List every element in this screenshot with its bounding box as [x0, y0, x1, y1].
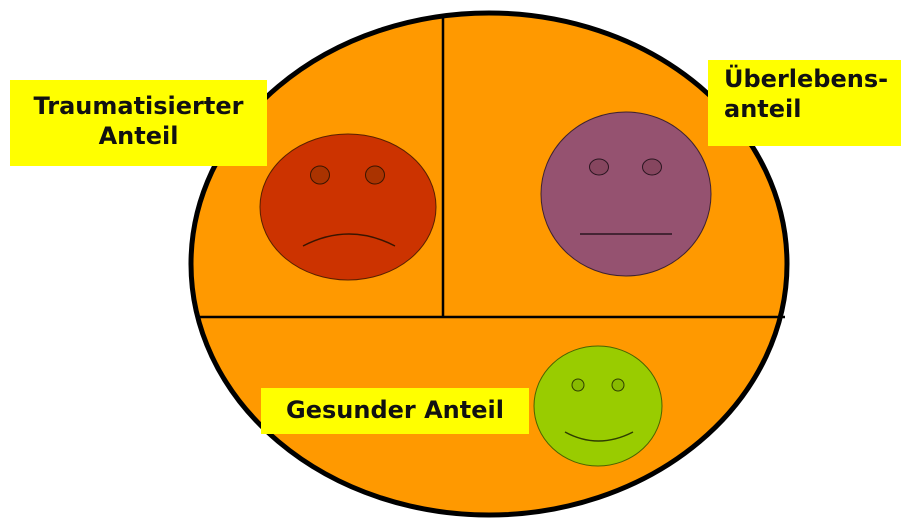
- sad-face-right-eye: [365, 165, 385, 185]
- label-survival-line1: Überlebens-: [724, 65, 889, 93]
- sad-face-icon: [259, 133, 437, 281]
- happy-face-mouth: [564, 431, 634, 442]
- label-traumatized-part: Traumatisierter Anteil: [10, 80, 267, 166]
- sad-face-left-eye: [310, 165, 330, 185]
- label-traumatized-line1: Traumatisierter: [33, 92, 244, 120]
- neutral-face-head: [540, 111, 712, 277]
- neutral-face-right-eye: [642, 158, 662, 176]
- psyche-ellipse: [188, 10, 790, 518]
- neutral-face-left-eye: [589, 158, 609, 176]
- sad-face-head: [259, 133, 437, 281]
- happy-face-left-eye: [571, 378, 585, 392]
- happy-face-head: [533, 345, 663, 467]
- label-survival-line2: anteil: [724, 95, 802, 123]
- label-traumatized-line2: Anteil: [98, 122, 179, 150]
- happy-face-icon: [533, 345, 663, 467]
- label-healthy-part: Gesunder Anteil: [261, 388, 529, 434]
- happy-face-right-eye: [611, 378, 625, 392]
- label-survival-part: Überlebens- anteil: [708, 60, 901, 146]
- neutral-face-icon: [540, 111, 712, 277]
- sad-face-mouth: [302, 233, 396, 247]
- label-healthy-text: Gesunder Anteil: [286, 396, 504, 424]
